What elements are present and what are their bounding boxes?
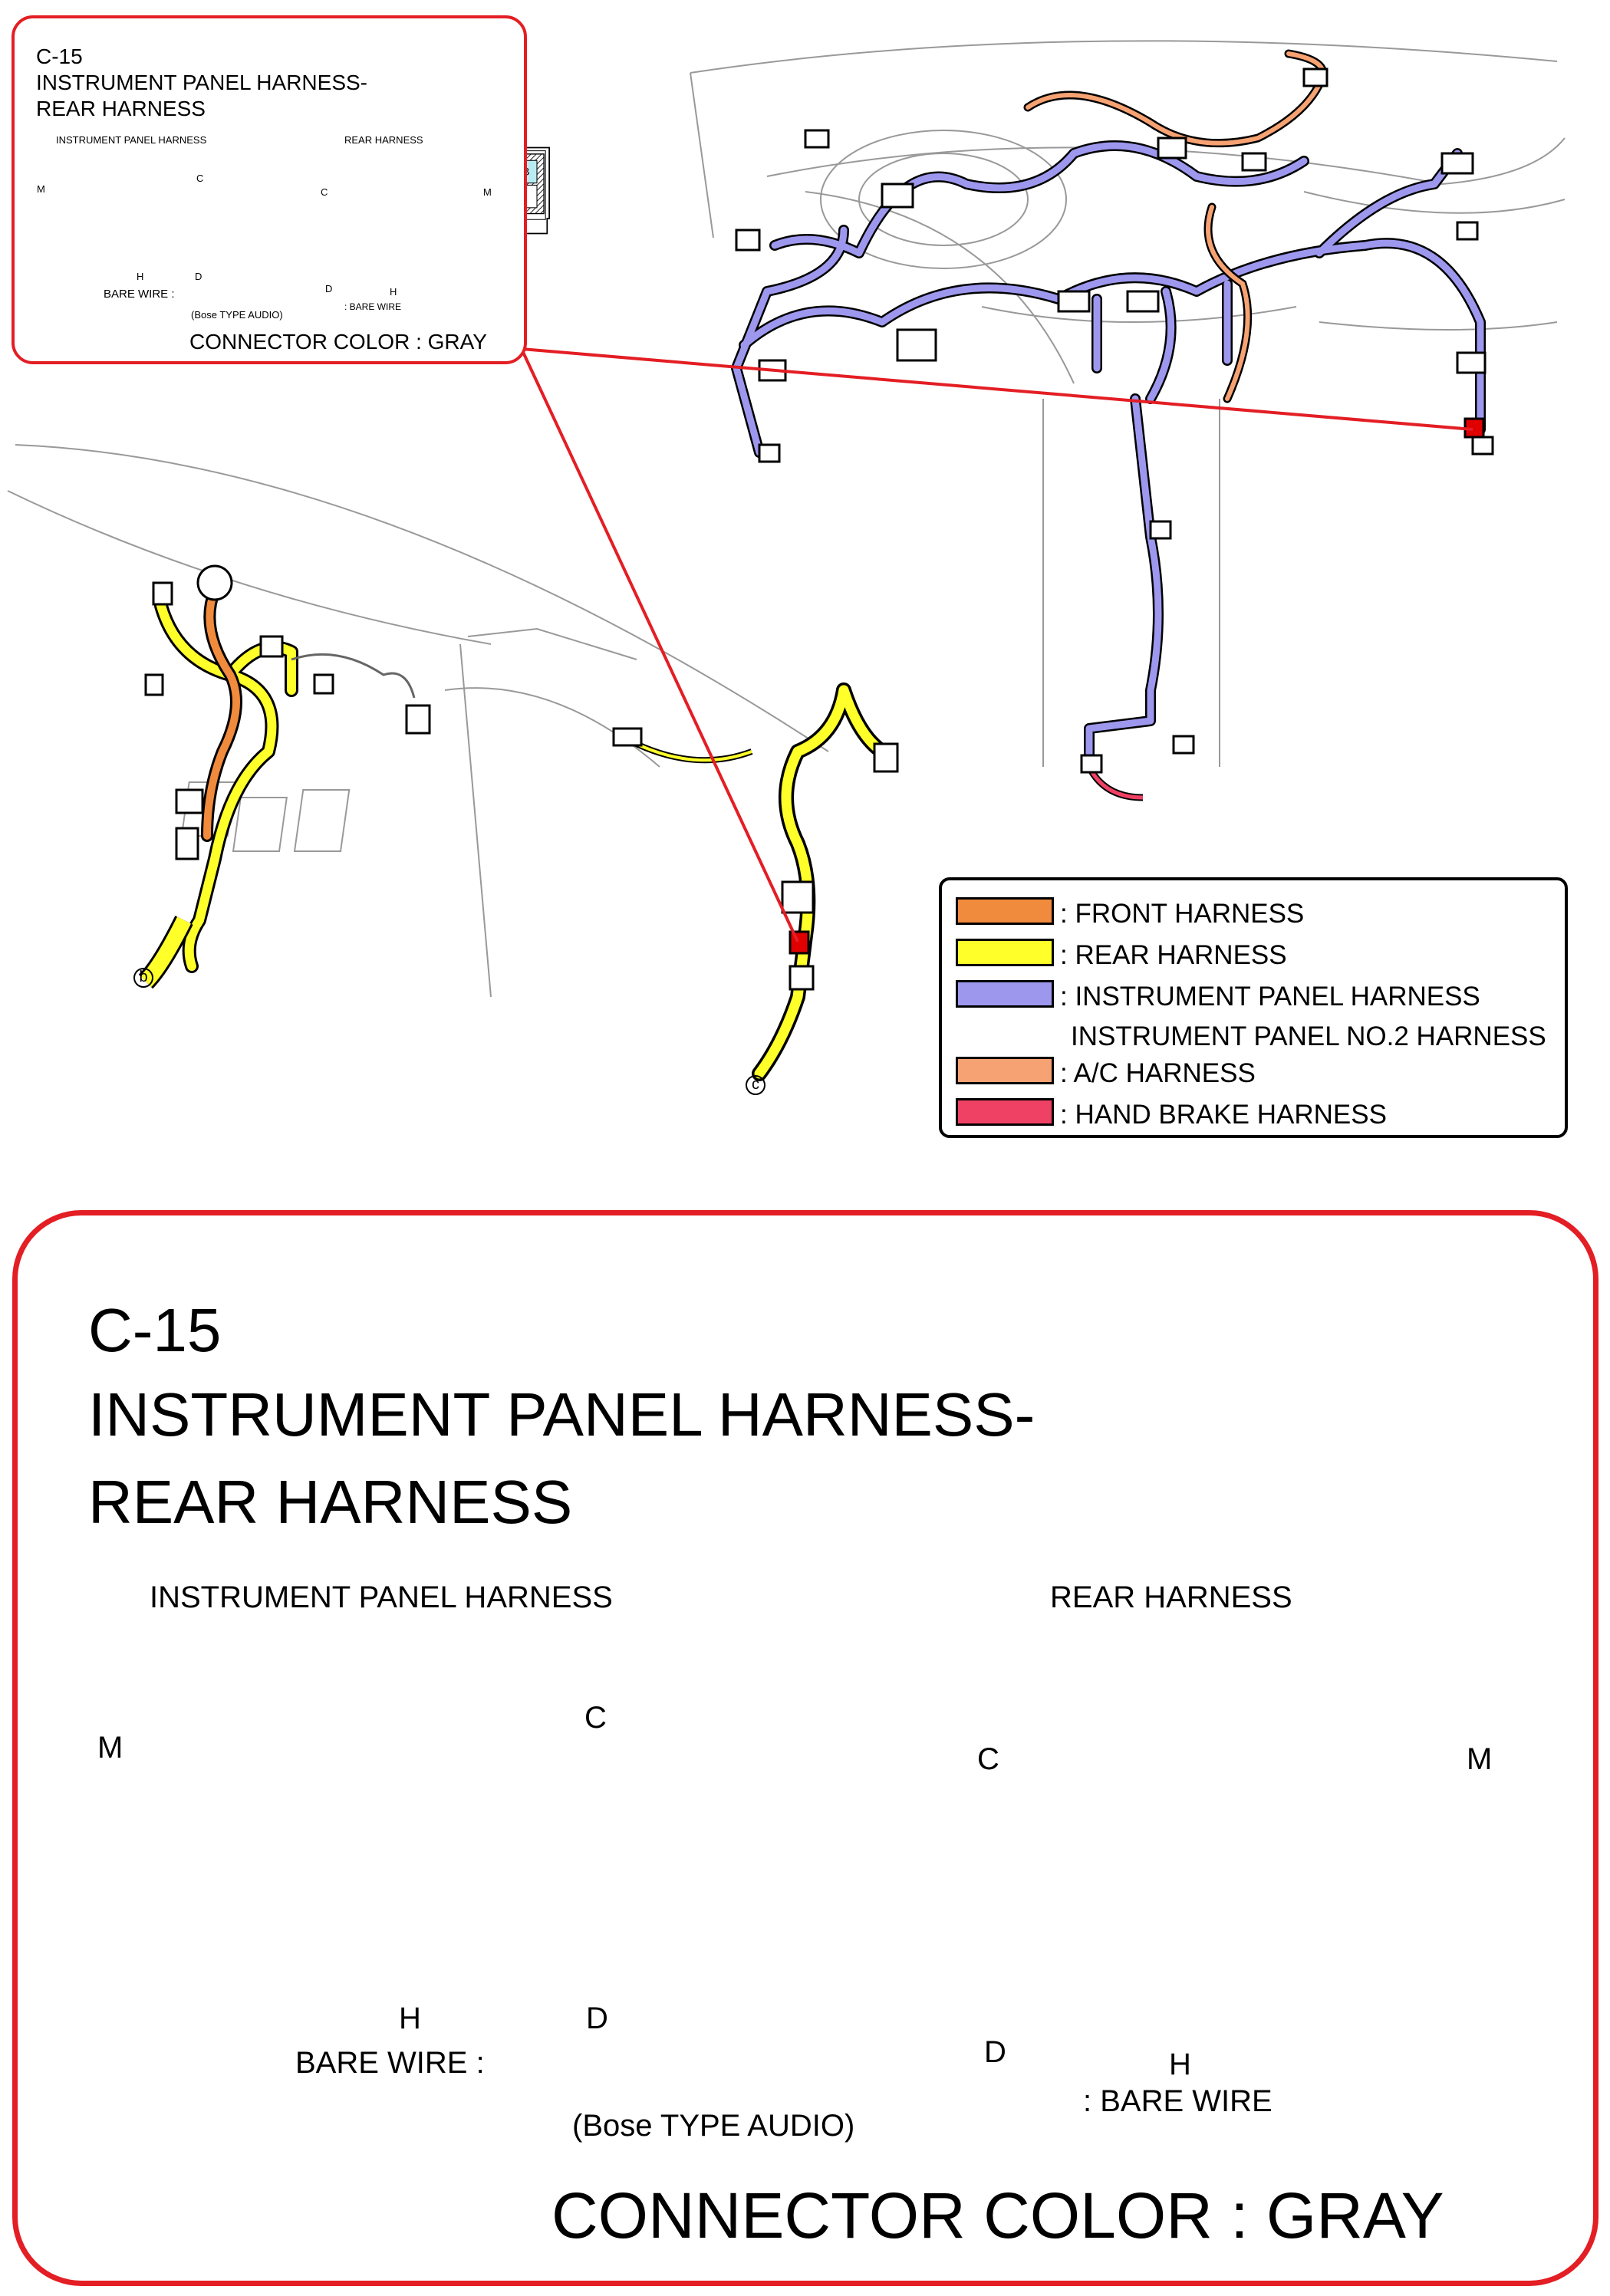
floor-outline	[7, 444, 829, 998]
leader-line-1	[521, 347, 1473, 431]
inset-connector-id: C-15	[36, 44, 83, 68]
legend-item: : FRONT HARNESS	[956, 894, 1304, 934]
left-corner-m: M	[97, 1731, 123, 1765]
instrument-panel-harness-wires	[731, 140, 1486, 765]
right-harness-label: REAR HARNESS	[1050, 1581, 1292, 1614]
inset-right-label: REAR HARNESS	[344, 134, 423, 146]
legend-label-line: : INSTRUMENT PANEL HARNESS	[1060, 982, 1480, 1011]
legend-swatch	[956, 1057, 1054, 1084]
connector-color: CONNECTOR COLOR : GRAY	[551, 2179, 1444, 2252]
connector-blocks	[735, 67, 1494, 774]
inset-connector-panel: C-15 INSTRUMENT PANEL HARNESS- REAR HARN…	[12, 15, 527, 364]
connector-detail-panel: C-15 INSTRUMENT PANEL HARNESS- REAR HARN…	[12, 1210, 1598, 2286]
right-corner-c: C	[977, 1742, 999, 1776]
legend-swatch	[956, 939, 1054, 966]
inset-corner-m-left: M	[37, 183, 45, 195]
inset-left-label: INSTRUMENT PANEL HARNESS	[56, 134, 207, 146]
inset-corner-h-right: H	[390, 286, 397, 298]
legend-item: : REAR HARNESS	[956, 936, 1287, 975]
legend-label: : A/C HARNESS	[1060, 1054, 1256, 1094]
rear-harness-wires-center	[752, 683, 890, 1081]
connector-id: C-15	[88, 1296, 222, 1364]
legend-label: : INSTRUMENT PANEL HARNESS INSTRUMENT PAN…	[1060, 977, 1546, 1057]
bare-wire-left-label: BARE WIRE :	[295, 2046, 485, 2080]
legend-label: : HAND BRAKE HARNESS	[1060, 1095, 1387, 1135]
bare-wire-right-label: : BARE WIRE	[1083, 2084, 1273, 2118]
inset-note: (Bose TYPE AUDIO)	[191, 309, 283, 321]
legend-label-line: : A/C HARNESS	[1060, 1058, 1256, 1088]
harness-legend: : FRONT HARNESS : REAR HARNESS : INSTRUMEN…	[939, 877, 1568, 1138]
inset-bare-wire-right: : BARE WIRE	[344, 301, 402, 312]
title-line2: REAR HARNESS	[88, 1468, 573, 1536]
inset-title-line2: REAR HARNESS	[36, 97, 206, 120]
inset-corner-h-left: H	[137, 271, 144, 282]
bose-note: (Bose TYPE AUDIO)	[572, 2109, 855, 2143]
inset-bare-wire-left: BARE WIRE :	[104, 288, 175, 301]
leader-line-2	[520, 348, 799, 942]
inset-connector-color: CONNECTOR COLOR : GRAY	[189, 330, 487, 354]
inset-corner-c-right: C	[321, 186, 328, 198]
legend-label-line: : FRONT HARNESS	[1060, 899, 1305, 929]
inset-corner-d-left: D	[195, 271, 202, 282]
legend-swatch	[956, 980, 1054, 1008]
title-line1: INSTRUMENT PANEL HARNESS-	[88, 1380, 1035, 1449]
inset-corner-d-right: D	[325, 283, 333, 294]
c15-location-marker-lower	[789, 930, 810, 955]
right-corner-d: D	[984, 2035, 1006, 2069]
legend-label-line: : REAR HARNESS	[1060, 940, 1287, 970]
legend-item: : INSTRUMENT PANEL HARNESS INSTRUMENT PAN…	[956, 977, 1546, 1057]
right-corner-h: H	[1169, 2048, 1191, 2081]
inset-corner-m-right: M	[483, 186, 492, 198]
right-corner-m: M	[1467, 1742, 1493, 1776]
legend-item: : A/C HARNESS	[956, 1054, 1256, 1094]
legend-label-line: : HAND BRAKE HARNESS	[1060, 1100, 1387, 1130]
left-corner-d: D	[586, 2002, 608, 2035]
left-corner-h: H	[399, 2002, 421, 2035]
front-harness-wires	[1023, 49, 1328, 403]
left-harness-label: INSTRUMENT PANEL HARNESS	[150, 1581, 613, 1614]
legend-label: : REAR HARNESS	[1060, 936, 1287, 975]
inset-title-line1: INSTRUMENT PANEL HARNESS-	[36, 71, 367, 94]
legend-item: : HAND BRAKE HARNESS	[956, 1095, 1387, 1135]
left-corner-c: C	[584, 1701, 607, 1735]
legend-label: : FRONT HARNESS	[1060, 894, 1304, 934]
legend-label-line: INSTRUMENT PANEL NO.2 HARNESS	[1071, 1021, 1546, 1051]
legend-swatch	[956, 897, 1054, 925]
marker-c: c	[746, 1075, 765, 1095]
inset-corner-c-left: C	[196, 173, 204, 184]
marker-b: b	[133, 968, 153, 988]
legend-swatch	[956, 1098, 1054, 1126]
